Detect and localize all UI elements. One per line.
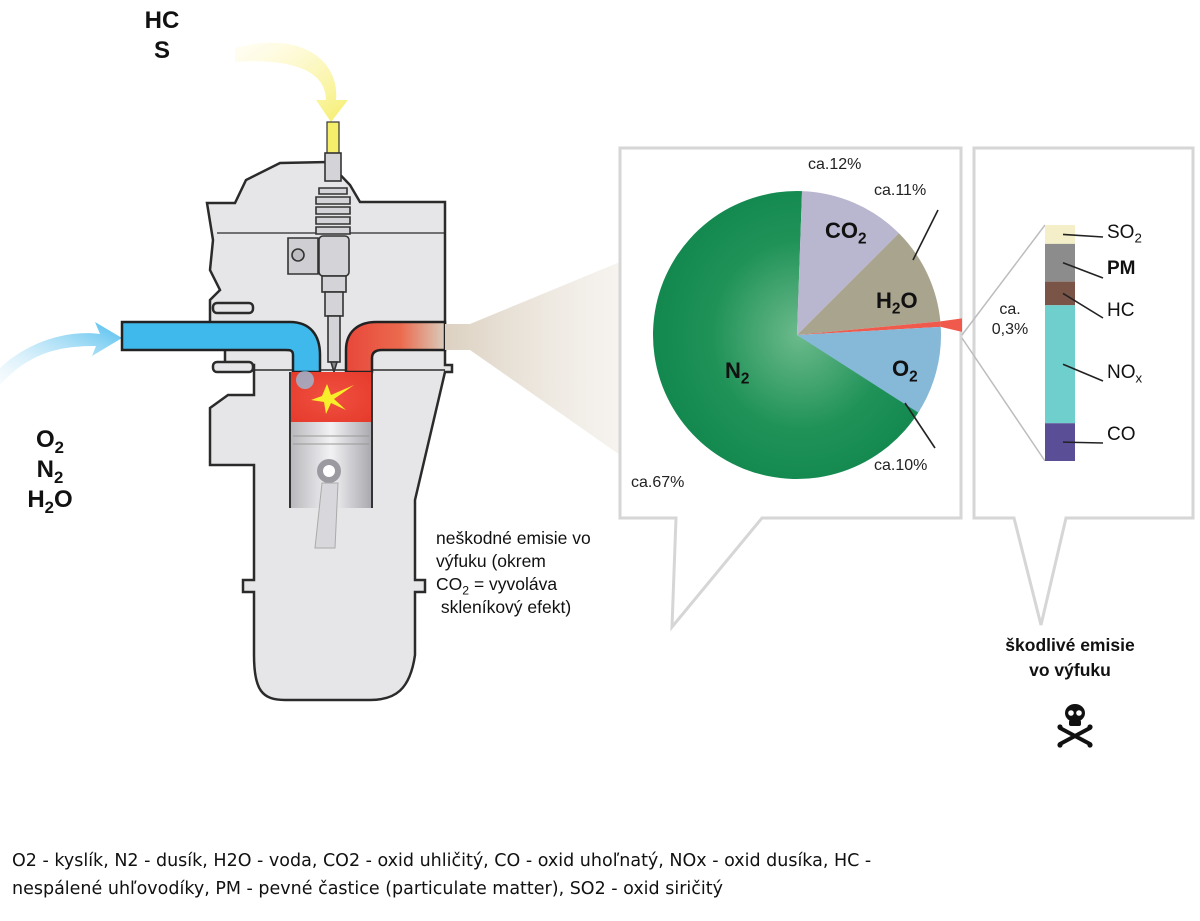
bar-label-pm: PM <box>1107 258 1136 279</box>
bar-leader-co <box>1062 441 1104 444</box>
bar-segment-hc <box>1045 281 1075 306</box>
zoom-connector-lines <box>961 224 1046 462</box>
pie-label-h2o: H2O <box>876 288 918 318</box>
pie-slice-harmful <box>797 321 941 335</box>
cylinder <box>289 371 373 549</box>
harmful-stacked-bar <box>1045 225 1104 461</box>
harmful-slice-extension <box>940 318 962 332</box>
pie-label-co2: CO2 <box>825 218 867 248</box>
composition-pie-chart <box>653 191 962 480</box>
bar-label-co: CO <box>1107 424 1136 445</box>
leader-h2o <box>912 209 939 261</box>
zoom-line-top <box>961 224 1046 336</box>
spark-plug <box>287 152 351 375</box>
bar-leader-hc <box>1062 292 1104 319</box>
legend-line-1: O2 - kyslík, N2 - dusík, H2O - voda, CO2… <box>12 851 872 871</box>
bar-segment-pm <box>1045 243 1075 282</box>
exhaust-plume <box>445 262 655 460</box>
bar-label-so2: SO2 <box>1107 222 1142 246</box>
harmful-emissions-caption: škodlivé emisie vo výfuku <box>1005 635 1135 680</box>
intake-air-label: O2 N2 H2O <box>10 425 90 517</box>
harmful-total-label: ca. 0,3% <box>991 301 1029 338</box>
bar-leader-nox <box>1062 363 1104 382</box>
skull-crossbones-icon <box>1057 704 1093 748</box>
abbreviations-legend: O2 - kyslík, N2 - dusík, H2O - voda, CO2… <box>12 847 1192 903</box>
bar-leader-so2 <box>1062 233 1104 238</box>
fuel-line-s: S <box>153 37 170 64</box>
harmful-emissions-callout <box>972 146 1195 626</box>
bar-segment-so2 <box>1045 225 1075 244</box>
pie-slice-h2o <box>797 233 941 335</box>
zoom-line-bottom <box>961 337 1046 462</box>
harmless-emissions-note: neškodné emisie vo výfuku (okrem CO2 = v… <box>436 528 591 617</box>
pie-value-co2: ca.12% <box>808 156 862 173</box>
leader-o2 <box>904 402 936 449</box>
pie-slice-n2 <box>653 191 920 480</box>
pie-label-o2: O2 <box>892 356 918 386</box>
bar-label-hc: HC <box>1107 300 1135 321</box>
intake-line-o2: O2 <box>35 426 64 457</box>
intake-line-n2: N2 <box>36 456 64 487</box>
bar-segment-nox <box>1045 305 1075 424</box>
fuel-arrow <box>235 42 348 155</box>
legend-line-2: nespálené uhľovodíky, PM - pevné častice… <box>12 879 723 899</box>
pie-value-n2: ca.67% <box>631 474 685 491</box>
intake-arrow <box>0 322 122 385</box>
pie-value-o2: ca.10% <box>874 457 928 474</box>
pie-slice-co2 <box>797 191 899 335</box>
spark-flash-icon <box>311 384 354 414</box>
pie-label-n2: N2 <box>725 358 750 388</box>
pie-value-h2o: ca.11% <box>874 182 927 199</box>
fuel-input-label: HC S <box>132 6 192 66</box>
intake-line-h2o: H2O <box>27 486 73 517</box>
bar-leader-pm <box>1062 262 1104 279</box>
fuel-line-hc: HC <box>144 7 180 34</box>
pie-slice-o2 <box>797 326 941 413</box>
bar-label-nox: NOx <box>1107 362 1143 386</box>
